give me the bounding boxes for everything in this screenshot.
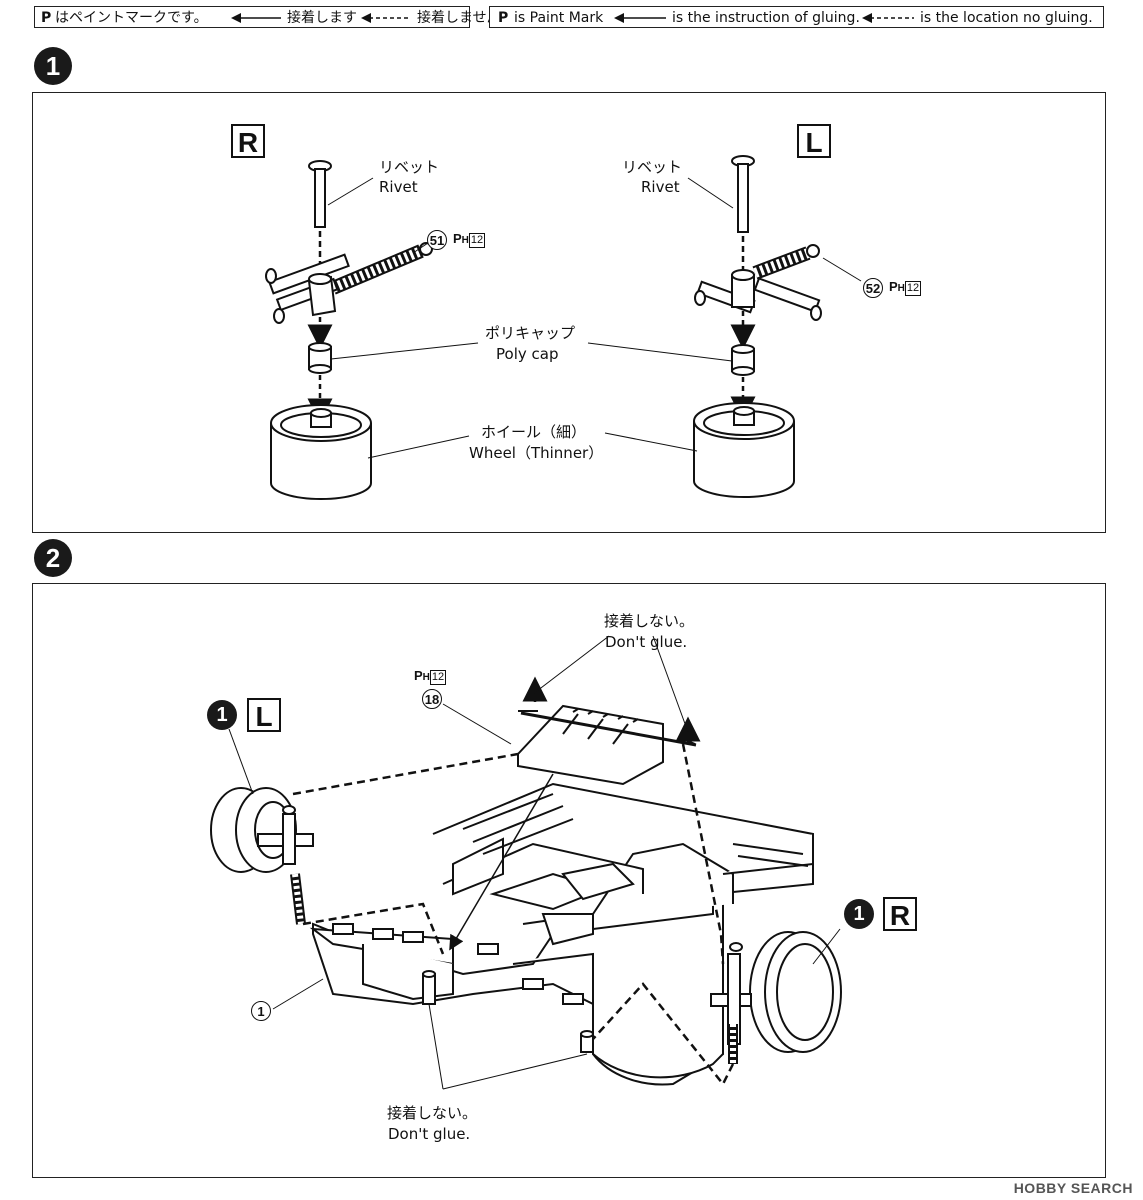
step-2-badge: 2 bbox=[34, 539, 72, 577]
side-right-label: R bbox=[231, 124, 265, 158]
rivet-l bbox=[731, 155, 755, 233]
part-1-number: 1 bbox=[251, 1001, 271, 1021]
polycap-label-jp: ポリキャップ bbox=[485, 324, 576, 342]
assembly-lines bbox=[292, 676, 735, 1087]
legend-japanese: P はペイントマークです。 接着します 接着しません bbox=[34, 6, 501, 28]
watermark: HOBBY SEARCH bbox=[1013, 1180, 1133, 1196]
rivet-l-label-en: Rivet bbox=[641, 178, 680, 196]
legend-en-glue: is the instruction of gluing. bbox=[672, 10, 860, 26]
rivet-l-label-jp: リベット bbox=[622, 158, 683, 176]
legend-jp-glue: 接着します bbox=[287, 10, 357, 26]
leader-part51 bbox=[412, 242, 429, 254]
leader-polycap-l bbox=[587, 342, 733, 362]
legend-en-paint-mark: is Paint Mark bbox=[514, 10, 604, 26]
chassis-part-1 bbox=[309, 782, 814, 1086]
leader-rivet-l bbox=[687, 177, 734, 209]
leader-wheel-r bbox=[367, 435, 470, 459]
no-glue-arrow-icon bbox=[361, 13, 411, 23]
wheel-unit-left bbox=[210, 787, 314, 925]
leader-wheel-l bbox=[604, 432, 698, 452]
paint-mark-icon: P bbox=[41, 10, 52, 26]
ref-step-1-right-badge: 1 bbox=[844, 899, 874, 929]
polycap-label-en: Poly cap bbox=[496, 345, 559, 363]
rivet-r-label-jp: リベット bbox=[379, 158, 440, 176]
part-18-number: 18 bbox=[422, 689, 442, 709]
glue-arrow-icon bbox=[231, 13, 281, 23]
no-glue-top-jp: 接着しない。 bbox=[604, 612, 695, 630]
legend-jp-no-glue: 接着しません bbox=[417, 10, 501, 26]
step-1-badge: 1 bbox=[34, 47, 72, 85]
rivet-r bbox=[308, 160, 332, 228]
wheel-unit-right bbox=[710, 931, 842, 1064]
polycap-l bbox=[731, 344, 755, 376]
leader-lines bbox=[228, 635, 841, 1090]
leader-polycap-r bbox=[330, 342, 479, 360]
rivet-r-label-en: Rivet bbox=[379, 178, 418, 196]
legend-jp-paint-mark: はペイントマークです。 bbox=[55, 10, 208, 26]
ref-left-side: L bbox=[247, 698, 281, 732]
leader-part52 bbox=[822, 257, 862, 282]
assembly-line-cover-left bbox=[292, 752, 519, 796]
no-glue-top-en: Don't glue. bbox=[605, 633, 688, 651]
side-left-label: L bbox=[797, 124, 831, 158]
pins bbox=[422, 710, 696, 1053]
glue-arrow-icon bbox=[614, 13, 666, 23]
no-glue-bottom-en: Don't glue. bbox=[388, 1125, 471, 1143]
paint-mark-icon: P bbox=[414, 668, 423, 683]
wheel-label-en: Wheel（Thinner） bbox=[469, 444, 604, 462]
wheel-r bbox=[270, 404, 372, 500]
cover-part-18 bbox=[517, 704, 697, 786]
polycap-r bbox=[308, 342, 332, 374]
wheel-label-jp: ホイール（細） bbox=[481, 423, 587, 441]
ref-right-side: R bbox=[883, 897, 917, 931]
assembly-line-cover-right bbox=[681, 743, 725, 965]
ref-step-1-left-badge: 1 bbox=[207, 700, 237, 730]
knuckle-r bbox=[265, 242, 433, 324]
paint-mark-icon: P bbox=[498, 10, 509, 26]
step-1-diagram bbox=[265, 155, 862, 500]
part-52-number: 52 bbox=[863, 278, 883, 298]
legend-english: P is Paint Mark is the instruction of gl… bbox=[489, 6, 1104, 28]
assembly-line-left-pin bbox=[302, 902, 445, 955]
no-glue-bottom-jp: 接着しない。 bbox=[387, 1104, 478, 1122]
paint-mark-icon: P bbox=[453, 231, 462, 246]
step-2-diagram bbox=[210, 635, 842, 1090]
paint-mark-icon: P bbox=[889, 279, 898, 294]
assembly-line-right-pin bbox=[592, 982, 735, 1087]
glue-arrow-cover bbox=[449, 773, 554, 951]
legend-en-no-glue: is the location no gluing. bbox=[920, 10, 1093, 26]
knuckle-l bbox=[694, 244, 822, 321]
wheel-l bbox=[693, 402, 795, 498]
part-51-number: 51 bbox=[427, 230, 447, 250]
no-glue-arrow-icon bbox=[862, 13, 914, 23]
leader-rivet-r bbox=[327, 177, 374, 206]
